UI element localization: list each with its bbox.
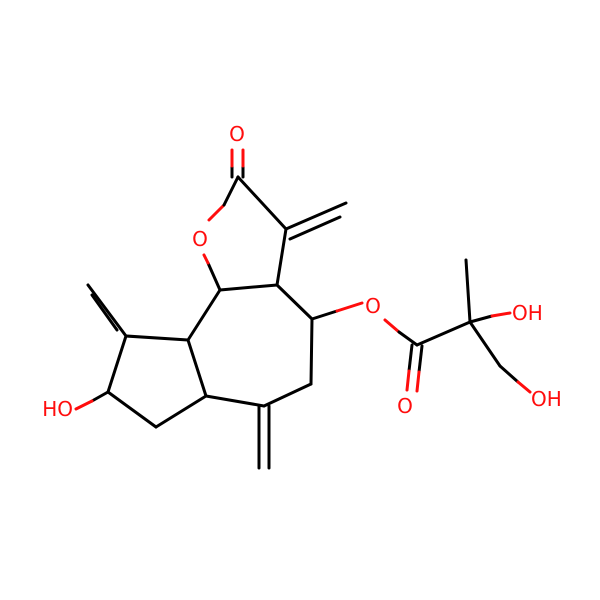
bond-c4-o-b	[335, 301, 364, 313]
bond-cester-o-double-b2	[415, 370, 421, 393]
ester-carbonyl-oxygen-label: O	[397, 394, 413, 418]
bond-c3-ch2-double-a	[284, 201, 348, 231]
bond-c8-oh-a	[90, 390, 110, 403]
atom-label-group: O O O O OH OH HO	[42, 122, 562, 421]
ester-oxygen-label: O	[365, 294, 381, 318]
bond-ch2-oh-a	[498, 364, 520, 384]
bond-c7-c8	[106, 390, 158, 429]
primary-hydroxyl-label: OH	[531, 387, 562, 411]
bond-c9b-o-a	[206, 261, 222, 292]
bond-group	[74, 148, 532, 470]
bond-c4-o-a	[310, 309, 339, 321]
bond-c3a-c9b	[218, 283, 279, 292]
bond-cq-oh-a	[468, 314, 494, 324]
bond-cq-oh-b	[490, 311, 512, 318]
bond-c3a-c4	[275, 283, 314, 321]
bond-c3-ch2-double-b	[288, 215, 342, 241]
ring-hydroxyl-label: HO	[42, 397, 73, 421]
bond-c9a-c9b	[186, 288, 222, 342]
bond-c6a-c7	[154, 394, 208, 429]
bond-c9b-o-b	[202, 253, 210, 265]
bond-c9-ch2-double-b	[90, 293, 119, 332]
bond-ch2-oh-b	[516, 380, 532, 394]
bond-c3-c3a	[275, 227, 288, 287]
bond-c9-ch2-double-a	[86, 283, 128, 338]
bond-c4-c5	[309, 317, 314, 386]
lactone-carbonyl-oxygen-label: O	[229, 122, 245, 146]
bond-c5-c6	[262, 382, 313, 408]
bond-c6a-c9a	[186, 338, 208, 398]
bond-c8-oh-b	[74, 399, 94, 411]
bond-o-cester-b	[397, 330, 419, 347]
bond-c2-c3	[236, 175, 288, 231]
bond-c9-c9a	[124, 334, 190, 342]
bond-o-c2-b	[222, 175, 240, 207]
bond-cester-o-double-a1	[407, 343, 414, 373]
bond-o-c2-a	[207, 203, 226, 222]
bond-cq-ch2	[468, 320, 502, 368]
bond-cq-methyl	[464, 258, 472, 324]
tertiary-hydroxyl-label: OH	[512, 301, 543, 325]
bond-cester-cq	[415, 320, 472, 347]
bond-o-cester-a	[383, 318, 401, 334]
ring-oxygen-label: O	[192, 227, 208, 251]
bond-cester-o-double-b1	[417, 344, 424, 374]
bond-c8-c9	[106, 334, 128, 394]
bond-cester-o-double-a2	[405, 369, 411, 392]
bond-c6-c6a	[204, 394, 266, 408]
